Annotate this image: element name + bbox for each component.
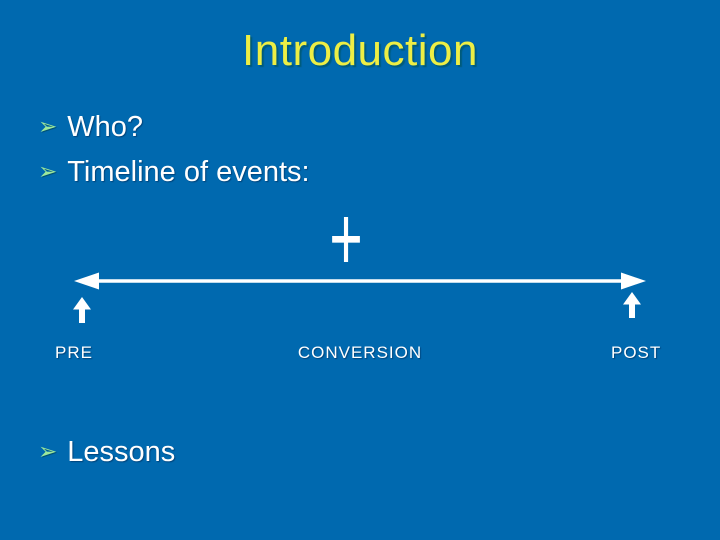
bullet-label: Who? [67, 111, 144, 143]
slide-title: Introduction [242, 26, 478, 75]
timeline-double-arrow-icon [74, 272, 646, 290]
bullet-item-who: ➢ Who? [38, 109, 143, 146]
bullet-label: Timeline of events: [67, 156, 310, 188]
bullet-arrow-icon: ➢ [38, 438, 58, 464]
bullet-arrow-icon: ➢ [38, 113, 58, 139]
timeline-label-conversion: CONVERSION [297, 343, 423, 362]
pre-up-arrow-icon [73, 297, 91, 323]
bullet-item-lessons: ➢ Lessons [38, 434, 175, 471]
timeline-label-pre: PRE [55, 343, 93, 362]
plus-symbol: + [329, 188, 363, 290]
bullet-item-timeline: ➢ Timeline of events: [38, 154, 310, 191]
bullet-arrow-icon: ➢ [38, 158, 58, 184]
bullet-label: Lessons [67, 436, 176, 468]
timeline-label-post: POST [611, 343, 662, 362]
post-up-arrow-icon [623, 292, 641, 318]
